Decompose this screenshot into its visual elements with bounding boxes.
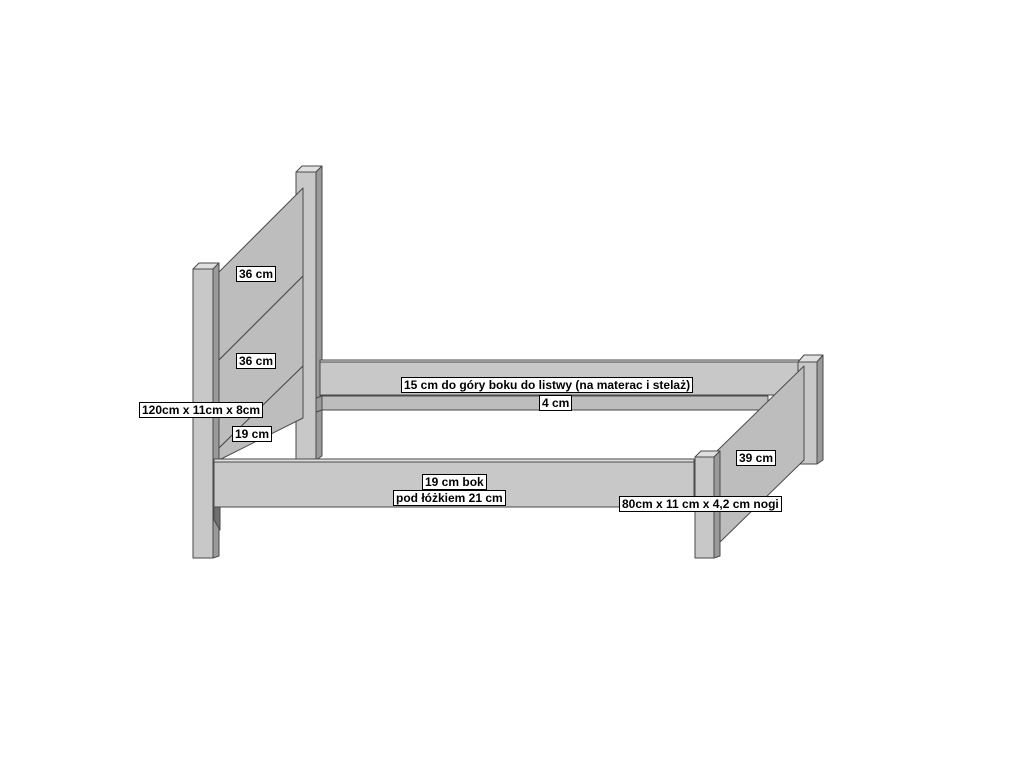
slat-ledge-label: 4 cm — [539, 395, 573, 411]
front-rail-label-line2: pod łóżkiem 21 cm — [393, 490, 506, 506]
headboard-lower-panel-label: 19 cm — [232, 426, 273, 442]
headboard-middle-panel-label: 36 cm — [236, 353, 277, 369]
headboard-upper-panel-label: 36 cm — [236, 266, 277, 282]
footboard-legs-label: 80cm x 11 cm x 4,2 cm nogi — [619, 496, 782, 512]
front-rail-label-line1: 19 cm bok — [422, 474, 487, 490]
side-rail-height-label: 15 cm do góry boku do listwy (na materac… — [401, 377, 694, 393]
headboard-post-dimensions-label: 120cm x 11cm x 8cm — [139, 402, 264, 418]
footboard-panel-label: 39 cm — [736, 450, 777, 466]
footboard-front-post — [694, 450, 721, 559]
